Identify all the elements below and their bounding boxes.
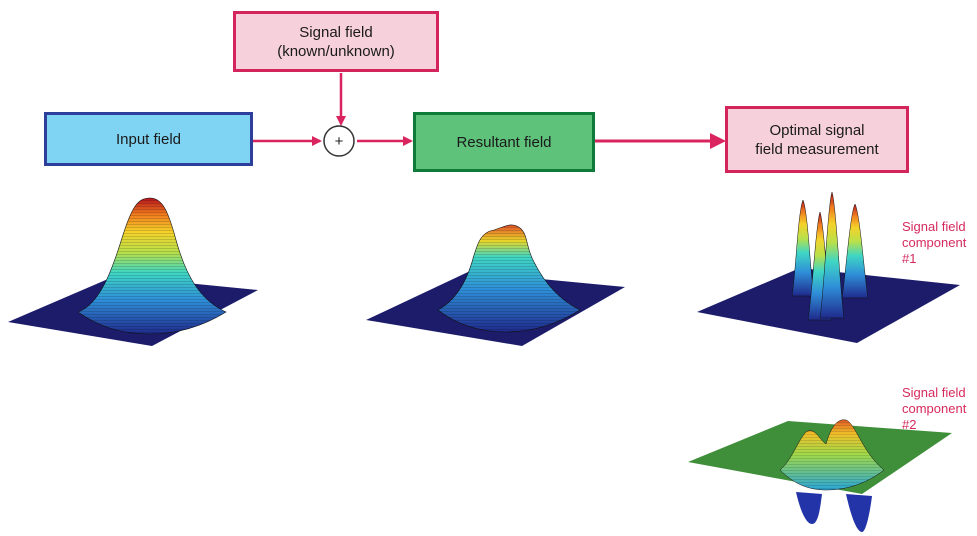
input-plot-contours	[78, 198, 226, 334]
input-field-label: Input field	[115, 130, 182, 148]
resultant-field-box: Resultant field	[413, 112, 595, 172]
component-2-label-line-2: component	[902, 401, 967, 416]
component-2-label-line-3: #2	[902, 417, 917, 432]
component-1-plot	[697, 191, 960, 343]
component-1-label-line-3: #1	[902, 251, 917, 266]
component-2-dip-left	[796, 492, 822, 524]
optimal-measurement-box: Optimal signal field measurement	[725, 106, 909, 173]
component-2-label: Signal field component #2	[902, 385, 966, 433]
component-1-label: Signal field component #1	[902, 219, 966, 267]
component-1-label-line-1: Signal field	[902, 219, 966, 234]
resultant-field-plot	[366, 224, 625, 346]
signal-field-line-2: (known/unknown)	[277, 42, 395, 60]
optimal-measurement-line-1: Optimal signal	[769, 121, 865, 139]
signal-field-box: Signal field (known/unknown)	[233, 11, 439, 72]
input-field-plot	[8, 197, 258, 346]
input-field-box: Input field	[44, 112, 253, 166]
component-1-peak-back-left	[791, 199, 815, 297]
component-1-peak-back-right	[841, 203, 869, 299]
summing-junction: +	[323, 125, 355, 157]
component-2-dip-right	[846, 494, 872, 532]
resultant-plot-contours	[438, 224, 580, 332]
component-2-label-line-1: Signal field	[902, 385, 966, 400]
resultant-field-label: Resultant field	[456, 133, 552, 151]
summing-junction-symbol: +	[335, 133, 344, 150]
component-1-peak-front-right	[819, 191, 845, 319]
component-2-contours	[780, 419, 884, 490]
optimal-measurement-line-2: field measurement	[755, 140, 879, 158]
component-1-label-line-2: component	[902, 235, 967, 250]
signal-field-line-1: Signal field	[299, 23, 373, 41]
component-2-plot	[688, 419, 952, 532]
